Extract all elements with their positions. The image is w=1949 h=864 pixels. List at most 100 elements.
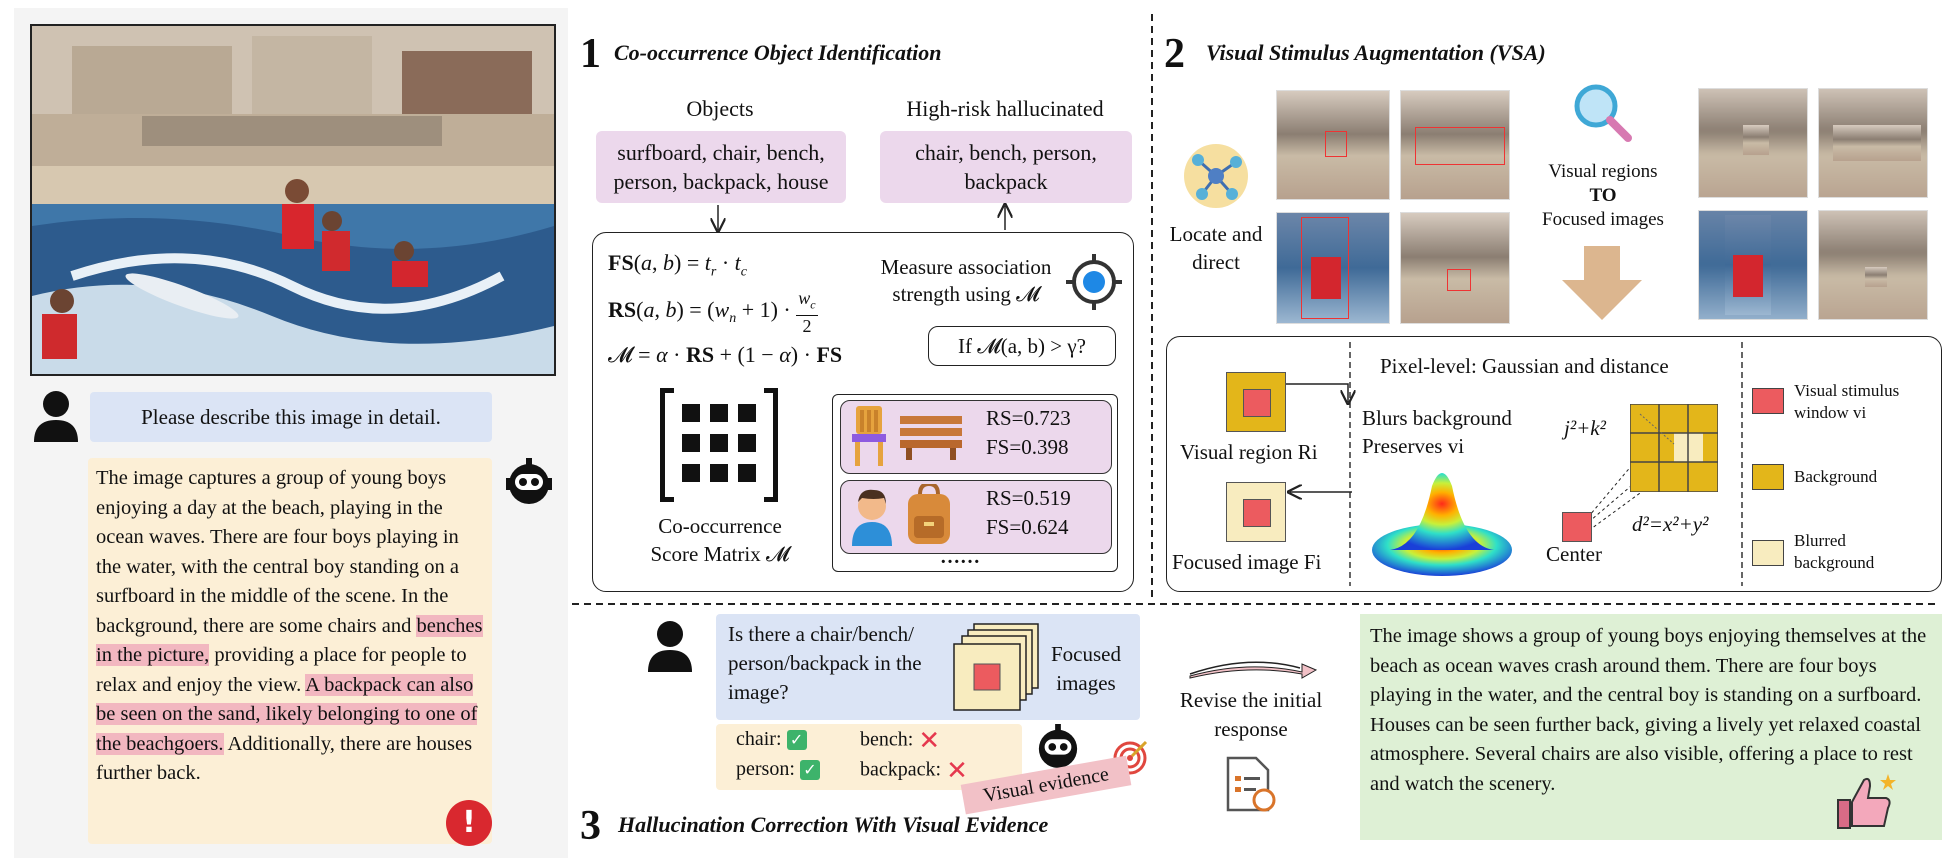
check-icon: ✓ — [786, 730, 807, 751]
response-span: The image captures a group of young boys… — [96, 467, 459, 637]
section3-title: Hallucination Correction With Visual Evi… — [618, 812, 1049, 837]
blurred-bg — [1819, 211, 1927, 319]
focused-image-square — [1226, 482, 1286, 542]
legend-swatch-blurred — [1752, 540, 1784, 566]
sharp-window — [1725, 215, 1771, 315]
person-figure — [1733, 255, 1763, 297]
pair1-fs: FS=0.398 — [986, 435, 1069, 459]
focused-images-label: Focused images — [1051, 642, 1121, 695]
beach-photo — [30, 24, 556, 376]
thumb-person-region — [1276, 212, 1390, 324]
distance-grid — [1629, 403, 1719, 493]
answer-chair: chair: ✓ — [736, 728, 807, 751]
initial-response: The image captures a group of young boys… — [88, 458, 492, 844]
legend-swatch-stimulus — [1752, 388, 1784, 414]
legend-swatch-background — [1752, 464, 1784, 490]
network-icon — [1180, 140, 1252, 212]
thumbs-up-icon — [1836, 772, 1898, 832]
stimulus-window — [1243, 389, 1271, 417]
response-span: Additionally, there are houses further b… — [96, 732, 473, 785]
cross-icon: ✕ — [946, 756, 968, 786]
matrix-icon — [659, 387, 779, 503]
matrix-caption-line2: Score Matrix 𝓜 — [650, 542, 790, 566]
pair2-rs: RS=0.519 — [986, 486, 1071, 510]
question-box — [716, 614, 1140, 720]
condition-box: If 𝓜(a, b) > γ? — [928, 326, 1116, 366]
more-ellipsis: …… — [940, 546, 980, 568]
visual-region-label: Visual region Ri — [1180, 440, 1318, 464]
gaussian-icon — [1370, 466, 1514, 578]
answers-box — [716, 724, 1022, 790]
answer-bench-label: bench: — [860, 728, 914, 751]
robot-icon-2 — [1036, 724, 1080, 768]
user-prompt: Please describe this image in detail. — [90, 392, 492, 442]
pair-box — [832, 394, 1118, 572]
formula-m: 𝓜 = α · RS + (1 − α) · FS — [608, 342, 843, 367]
answer-chair-label: chair: — [736, 728, 782, 750]
user-avatar-icon-2 — [646, 620, 694, 672]
stimulus-window — [1243, 499, 1271, 527]
regions-line3: Focused images — [1542, 209, 1664, 230]
chair-icon — [852, 406, 886, 466]
answer-person: person: ✓ — [736, 758, 820, 781]
person-icon — [848, 486, 896, 546]
measure-text: Measure association strength using 𝓜 — [880, 255, 1052, 306]
final-response: The image shows a group of young boys en… — [1360, 614, 1942, 840]
bbox-marker — [1415, 127, 1505, 165]
regions-line1: Visual regions — [1548, 161, 1658, 182]
person-figure — [1311, 257, 1341, 299]
target-icon — [1066, 254, 1122, 310]
sharp-window — [1865, 267, 1887, 287]
center-square — [1562, 512, 1592, 542]
sharp-window — [1833, 125, 1921, 161]
legend-label-background: Background — [1794, 467, 1878, 486]
section2-number: 2 — [1164, 31, 1185, 77]
legend-label-blurred: Blurred background — [1794, 531, 1875, 572]
beach-photo-drawing — [32, 26, 554, 374]
regions-to-focused: Visual regions TO Focused images — [1528, 160, 1678, 232]
bbox-marker — [1325, 131, 1347, 157]
bbox-marker — [1301, 217, 1349, 319]
blur-line1: Blurs background — [1362, 406, 1512, 430]
magnifier-icon — [1572, 82, 1634, 144]
thumb-backpack-region — [1400, 212, 1510, 324]
pixel-title: Pixel-level: Gaussian and distance — [1380, 354, 1669, 378]
backpack-icon — [904, 481, 954, 546]
visual-region-square — [1226, 372, 1286, 432]
section1-title: Co-occurrence Object Identification — [614, 40, 942, 65]
highrisk-header: High-risk hallucinated — [906, 96, 1104, 121]
focused-thumb-1 — [1698, 88, 1808, 198]
blur-line2: Preserves vi — [1362, 434, 1465, 458]
formula-rs: RS(a, b) = (wn + 1) · wc 2 — [608, 288, 818, 336]
focused-thumb-3 — [1698, 210, 1808, 320]
response-span: providing a place for people to relax an… — [96, 644, 467, 696]
document-refresh-icon — [1224, 756, 1278, 812]
highrisk-list: chair, bench, person, backpack — [880, 131, 1132, 203]
bbox-marker — [1447, 269, 1471, 291]
objects-list: surfboard, chair, bench, person, backpac… — [596, 131, 846, 203]
alert-icon: ! — [446, 800, 492, 846]
pair2-scores: RS=0.519 FS=0.624 — [986, 484, 1071, 542]
question-text: Is there a chair/bench/ person/backpack … — [728, 622, 922, 704]
pair1-rs: RS=0.723 — [986, 406, 1071, 430]
matrix-caption-line1: Co-occurrence — [658, 514, 782, 538]
blur-description: Blurs background Preserves vi — [1362, 404, 1512, 460]
section3-number: 3 — [580, 803, 601, 849]
answer-person-label: person: — [736, 758, 795, 780]
pair2-fs: FS=0.624 — [986, 515, 1069, 539]
cross-icon: ✕ — [918, 726, 941, 756]
focused-thumb-4 — [1818, 210, 1928, 320]
revise-arrow-icon — [1188, 650, 1318, 684]
pair1-scores: RS=0.723 FS=0.398 — [986, 404, 1071, 462]
bench-icon — [900, 414, 962, 460]
check-icon: ✓ — [799, 760, 820, 781]
formula-top: j²+k² — [1564, 416, 1606, 440]
answer-bench: bench: ✕ — [860, 726, 940, 756]
focused-image-label: Focused image Fi — [1172, 550, 1322, 574]
locate-label: Locate and direct — [1169, 222, 1263, 274]
objects-header: Objects — [686, 96, 754, 121]
section2-title: Visual Stimulus Augmentation (VSA) — [1206, 40, 1546, 65]
matrix-caption: Co-occurrence Score Matrix 𝓜 — [620, 512, 820, 568]
